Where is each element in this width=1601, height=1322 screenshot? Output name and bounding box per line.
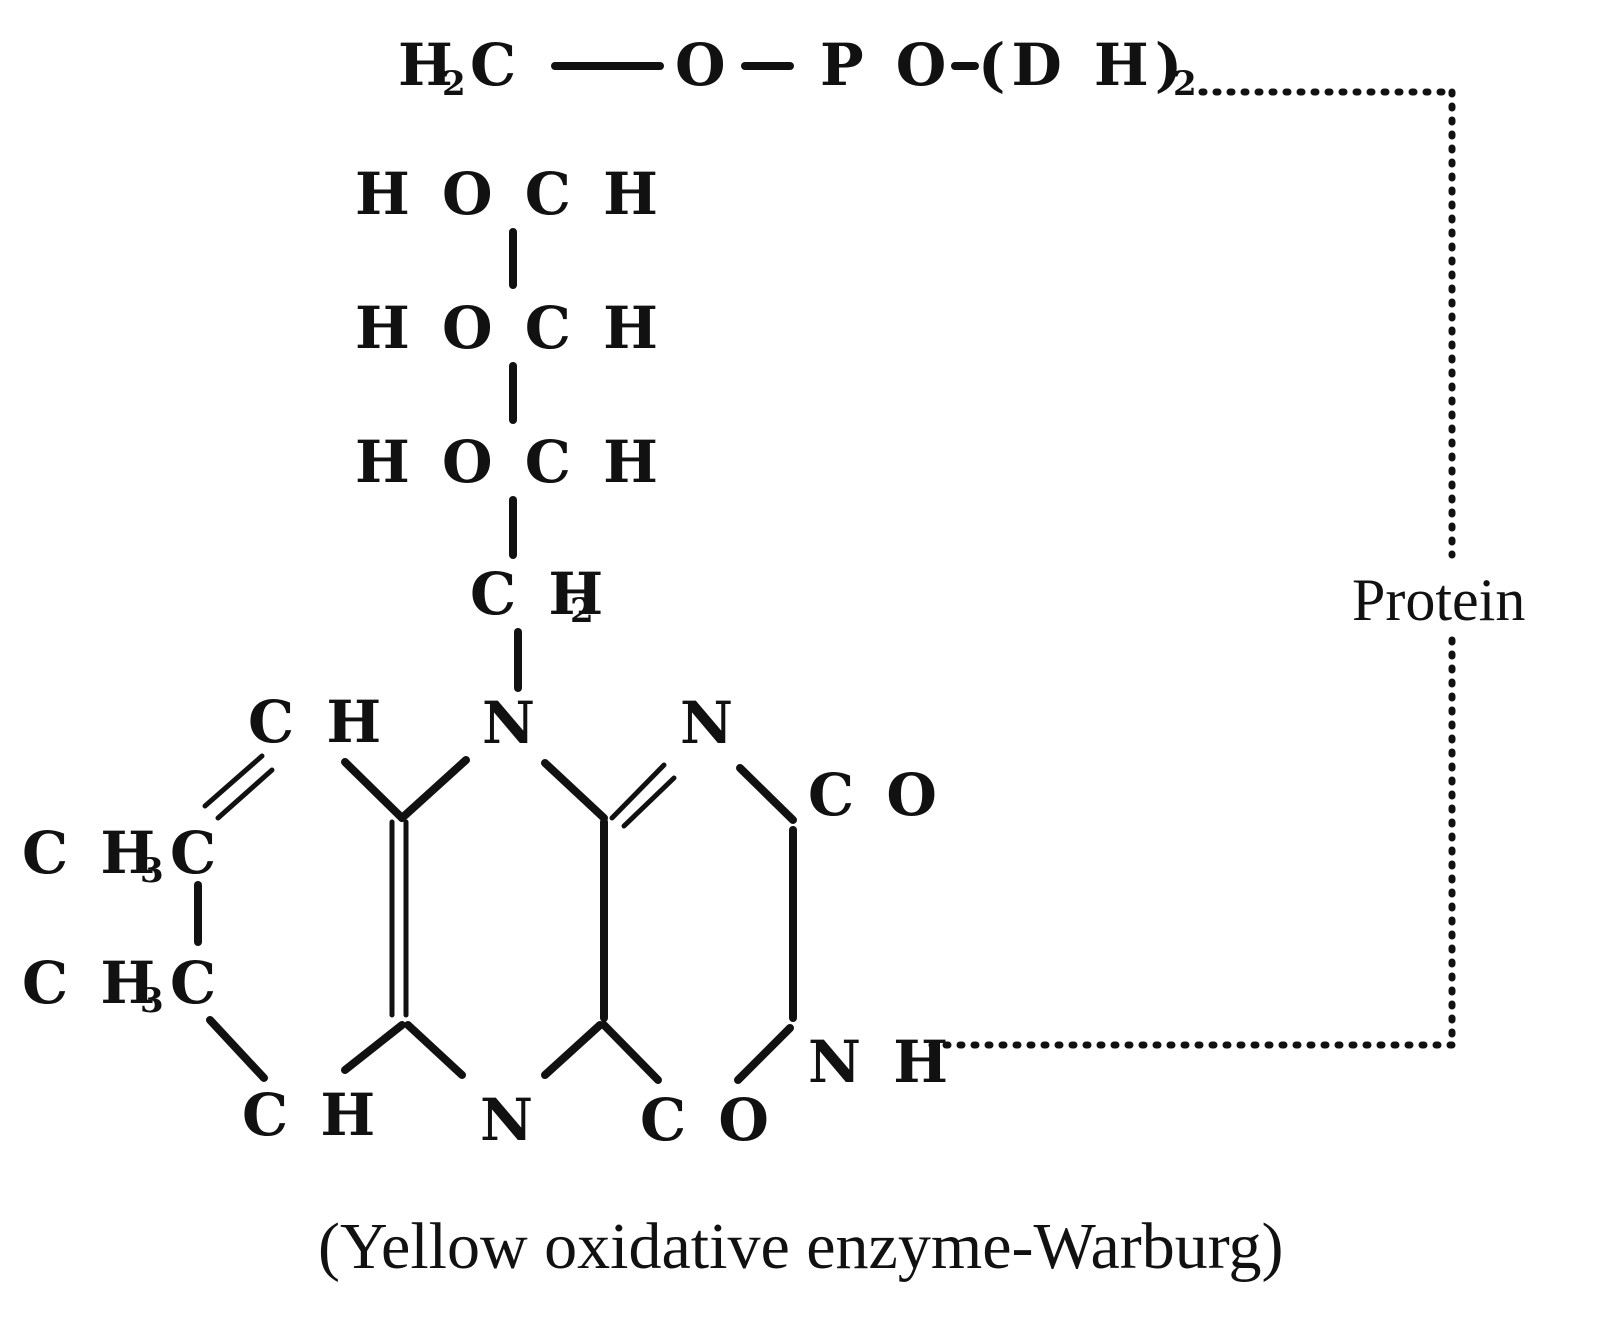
bond-ch3c-ch-bottom xyxy=(206,1016,268,1082)
phosphate-o: O xyxy=(675,31,732,99)
protein-label: Protein xyxy=(1352,567,1525,633)
atom-ch3-top-c: C xyxy=(170,819,222,887)
phosphate-c: C xyxy=(470,31,522,99)
phosphate-group-subscript: 2 xyxy=(1173,64,1197,104)
bond-double-c-n-b xyxy=(621,775,677,829)
bond-double-ch3c-ch-a xyxy=(202,753,265,809)
hoch-3: H O C H xyxy=(355,428,664,496)
atom-co-right: C O xyxy=(808,761,943,829)
bond-double-ch3c-ch-b xyxy=(215,767,275,821)
atom-ch3-bottom-c: C xyxy=(170,949,222,1017)
atom-ch-bottom: C H xyxy=(242,1081,381,1149)
hoch-1: H O C H xyxy=(355,160,664,228)
bond-ch-bottom-c10a xyxy=(341,1021,406,1074)
atom-ch3-top-subscript: 3 xyxy=(140,851,164,891)
bond-n-co xyxy=(736,764,797,824)
bond-c-n-top xyxy=(398,756,470,822)
atom-ch3-bottom: C H xyxy=(22,949,161,1017)
bond-c-n-bottom xyxy=(404,1021,466,1079)
ch2-subscript: 2 xyxy=(570,591,594,631)
atom-n-top: N xyxy=(482,689,541,757)
phosphate-po: P O xyxy=(820,31,952,99)
bond-n-top-c xyxy=(541,759,608,822)
bond-nh-co xyxy=(734,1024,794,1084)
bond-n-bottom-c xyxy=(541,1021,604,1079)
atom-n-bottom: N xyxy=(480,1086,539,1154)
atom-ch3-bottom-subscript: 3 xyxy=(140,981,164,1021)
diagram-caption: (Yellow oxidative enzyme-Warburg) xyxy=(318,1210,1284,1283)
hoch-2: H O C H xyxy=(355,294,664,362)
ch2: C H xyxy=(470,560,609,628)
bond-c-co-bottom xyxy=(600,1021,662,1084)
atom-co-bottom: C O xyxy=(640,1086,775,1154)
atom-n-right: N xyxy=(680,689,739,757)
bond-ch-top-c4a xyxy=(341,758,406,822)
phosphate-group: (D H) xyxy=(978,31,1188,99)
phosphate-h-subscript: 2 xyxy=(442,64,466,104)
atom-ch-top: C H xyxy=(248,688,387,756)
bond-double-c-n-a xyxy=(609,762,667,821)
atom-nh: N H xyxy=(808,1028,954,1096)
phosphate-h: H xyxy=(398,31,459,99)
atom-ch3-top: C H xyxy=(22,819,161,887)
